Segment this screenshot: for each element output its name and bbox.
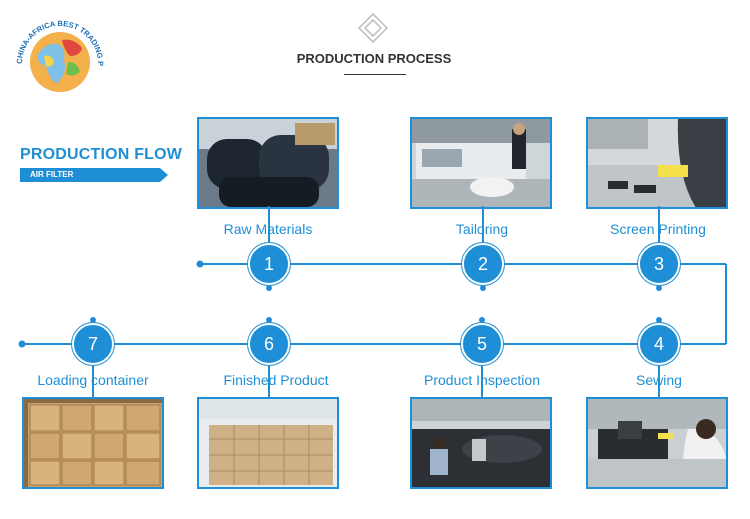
company-logo: CHINA-AFRICA BEST TRADING PLATFORM	[8, 4, 112, 108]
step-1-label: Raw Materials	[223, 221, 313, 237]
production-flow-bar	[20, 168, 160, 182]
production-flow-subtitle: AIR FILTER	[30, 170, 74, 179]
step-2-circle: 2	[462, 243, 504, 285]
step-3-circle: 3	[638, 243, 680, 285]
step-4-circle: 4	[638, 323, 680, 365]
step-7-label: Loading container	[37, 372, 149, 388]
production-flow-arrow	[160, 168, 168, 182]
step-5-circle: 5	[461, 323, 503, 365]
photo-raw-materials	[197, 117, 339, 209]
step-1-circle: 1	[248, 243, 290, 285]
diamond-icon	[357, 12, 389, 44]
page-title: PRODUCTION PROCESS	[296, 51, 452, 66]
step-6-circle: 6	[248, 323, 290, 365]
photo-sewing	[586, 397, 728, 489]
step-5-label: Product Inspection	[424, 372, 540, 388]
photo-tailoring	[410, 117, 552, 209]
title-underline	[344, 74, 406, 75]
photo-product-inspection	[410, 397, 552, 489]
photo-loading-container	[22, 397, 164, 489]
production-flow-title: PRODUCTION FLOW	[20, 146, 183, 163]
step-4-label: Sewing	[636, 372, 682, 388]
photo-finished-product	[197, 397, 339, 489]
photo-screen-printing	[586, 117, 728, 209]
step-2-label: Tailoring	[455, 221, 509, 237]
step-6-label: Finished Product	[223, 372, 329, 388]
step-7-circle: 7	[72, 323, 114, 365]
